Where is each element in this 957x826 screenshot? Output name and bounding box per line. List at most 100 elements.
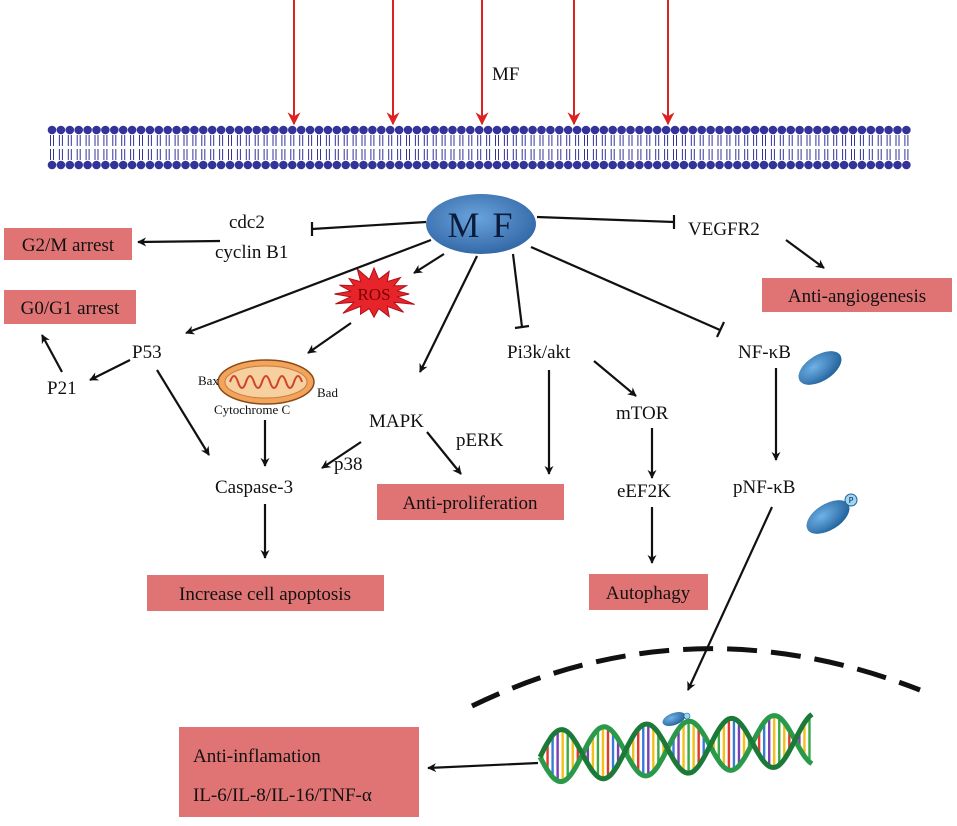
eef2k-label: eEF2K (617, 481, 671, 502)
lipid-head (172, 160, 181, 170)
arrow-pnfkb-nucleus (687, 506, 773, 691)
lipid-head (492, 125, 502, 135)
arrow-p21-g0g1 (41, 334, 63, 373)
lipid-head (572, 160, 582, 170)
lipid-head (893, 160, 902, 170)
lipid-head (750, 125, 760, 135)
lipid-head (65, 125, 75, 135)
outcome-inflam-title: Anti-inflamation (193, 746, 321, 767)
lipid-head (403, 160, 413, 170)
lipid-head (759, 160, 769, 170)
outcome-inflammation: Anti-inflamation IL-6/IL-8/IL-16/TNF-α (179, 727, 419, 817)
lipid-head (101, 125, 110, 135)
lipid-head (581, 160, 591, 170)
membrane-icon (47, 125, 911, 170)
p38-label: p38 (334, 454, 363, 475)
lipid-head (127, 160, 137, 170)
lipid-head (47, 125, 57, 135)
bax-label: Bax (198, 373, 219, 388)
lipid-head (421, 125, 431, 135)
lipid-head (626, 160, 635, 170)
lipid-head (207, 125, 217, 135)
inhibit-bar (716, 321, 725, 338)
outcome-g2m: G2/M arrest (4, 228, 132, 260)
lipid-head (884, 160, 893, 170)
lipid-head (448, 160, 457, 170)
nfkb-protein-icon (798, 351, 842, 385)
lipid-head (537, 160, 546, 170)
lipid-head (715, 125, 724, 135)
lipid-head (866, 125, 876, 135)
lipid-head (136, 160, 146, 170)
p53-label: P53 (132, 342, 162, 363)
inhibit-nfkb (530, 245, 721, 332)
outcome-box (762, 278, 952, 312)
lipid-head (439, 125, 448, 135)
lipid-head (893, 125, 902, 135)
lipid-head (581, 125, 591, 135)
lipid-head (652, 160, 662, 170)
outcome-inflam-cytokines: IL-6/IL-8/IL-16/TNF-α (193, 785, 372, 806)
vegfr2-label: VEGFR2 (688, 219, 760, 240)
lipid-head (199, 160, 208, 170)
lipid-head (261, 160, 270, 170)
lipid-head (884, 125, 893, 135)
lipid-head (101, 160, 110, 170)
lipid-head (385, 160, 395, 170)
arrow-dna-inflammation (427, 761, 539, 773)
lipid-head (270, 160, 279, 170)
lipid-head (492, 160, 502, 170)
lipid-head (608, 125, 617, 135)
lipid-head (483, 125, 493, 135)
lipid-head (724, 160, 733, 170)
lipid-head (207, 160, 217, 170)
arrow-to-angio (785, 239, 825, 269)
lipid-head (848, 125, 858, 135)
lipid-head (305, 160, 315, 170)
ros-star (334, 266, 415, 319)
perk-label: pERK (456, 430, 504, 451)
lipid-head (368, 125, 377, 135)
lipid-head (546, 125, 555, 135)
lipid-head (644, 125, 653, 135)
lipid-head (368, 160, 377, 170)
outcome-box (589, 574, 708, 610)
lipid-head (839, 160, 849, 170)
lipid-head (741, 160, 751, 170)
lipid-head (795, 160, 804, 170)
lipid-head (350, 160, 359, 170)
lipid-head (813, 125, 822, 135)
lipid-head (332, 125, 342, 135)
mapk-label: MAPK (369, 411, 424, 432)
lipid-head (474, 125, 484, 135)
mito-cristae (229, 375, 303, 389)
lipid-head (288, 160, 297, 170)
lipid-head (394, 160, 404, 170)
lipid-head (83, 125, 92, 135)
lipid-head (305, 125, 315, 135)
lipid-head (145, 125, 155, 135)
outcome-angio-text: Anti-angiogenesis (788, 286, 926, 307)
outcome-box (4, 290, 136, 324)
cdc2-label: cdc2 (229, 212, 265, 233)
dna-strand (537, 712, 814, 782)
lipid-head (750, 160, 760, 170)
lipid-head (252, 125, 261, 135)
lipid-head (759, 125, 769, 135)
lipid-head (377, 125, 386, 135)
lipid-head (332, 160, 342, 170)
lipid-head (56, 160, 66, 170)
lipid-head (902, 160, 911, 170)
lipid-head (608, 160, 617, 170)
lipid-head (768, 160, 778, 170)
cytochrome-c-label: Cytochrome C (214, 402, 290, 417)
lipid-head (359, 160, 368, 170)
lipid-head (163, 160, 172, 170)
nuclear-envelope (470, 646, 921, 709)
lipid-head (270, 125, 279, 135)
lipid-head (412, 125, 422, 135)
lipid-head (359, 125, 368, 135)
arrow-mapk-prolif (426, 431, 462, 475)
lipid-head (190, 125, 199, 135)
lipid-head (768, 125, 778, 135)
